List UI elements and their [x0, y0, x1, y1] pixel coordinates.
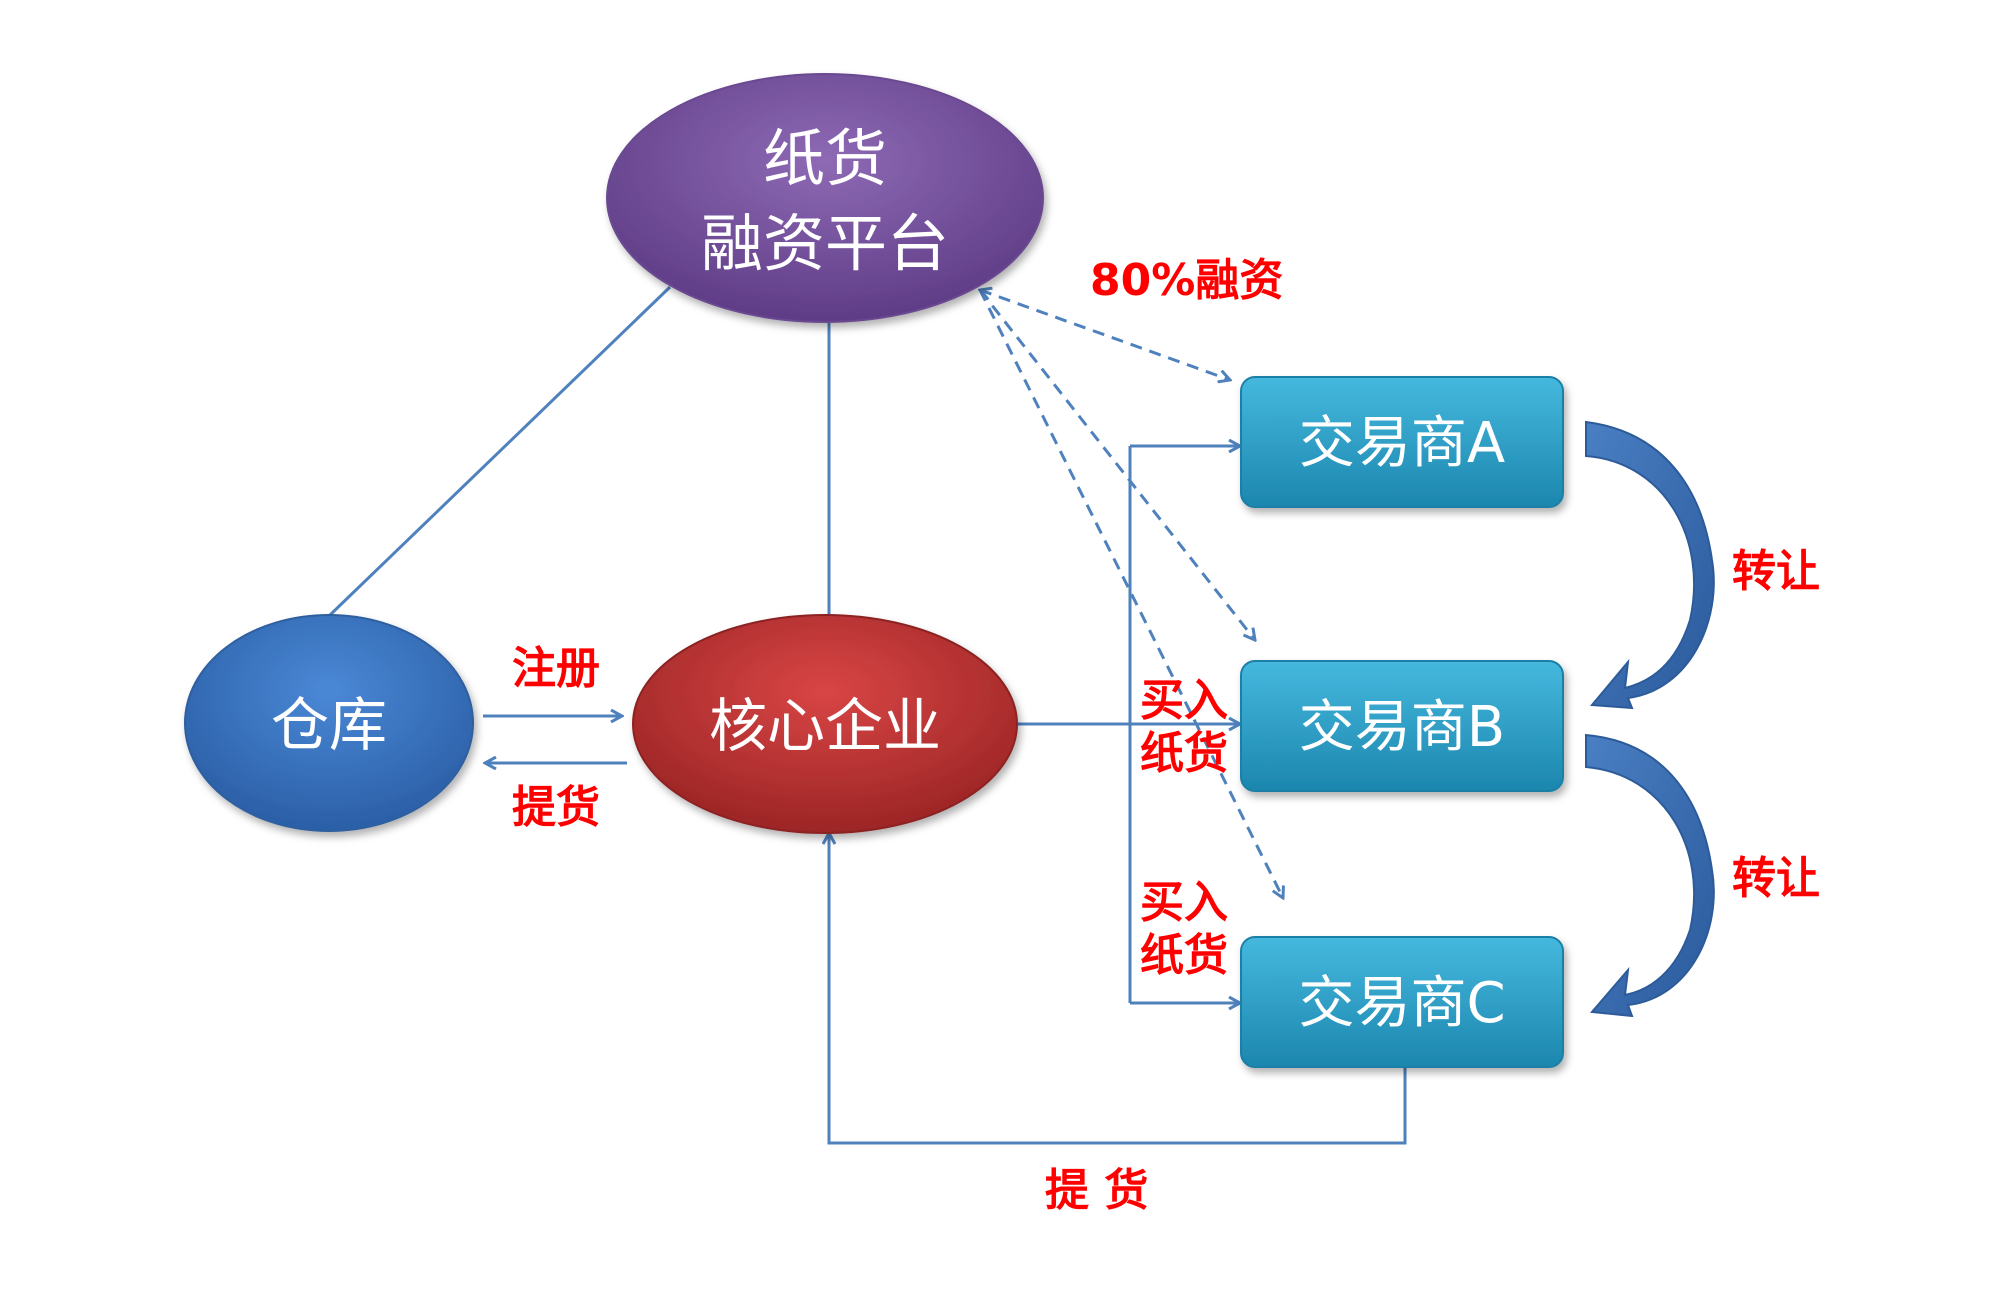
pickup-bottom-label: 提 货 [1045, 1165, 1148, 1216]
platform-node [606, 73, 1044, 323]
buy-b-label-line1: 买入 [1140, 675, 1228, 726]
trader-a-box [1240, 376, 1564, 508]
pickup-left-label: 提货 [512, 782, 600, 833]
transfer-arrow-bc [1585, 733, 1715, 1018]
platform-ellipse [606, 73, 1044, 323]
buy-c-label-line1: 买入 [1140, 877, 1228, 928]
financing-arrow-c [978, 289, 1283, 898]
trader-c-box [1240, 936, 1564, 1068]
trader-c-node [1240, 936, 1564, 1068]
solid-connectors [328, 285, 1407, 1145]
pickup-return-line [829, 833, 1407, 1145]
trader-b-label: 交易商B [1299, 695, 1505, 760]
financing-arrows [980, 290, 1283, 898]
core-label: 核心企业 [709, 692, 941, 760]
trader-b-node [1240, 660, 1564, 792]
core-node [632, 614, 1018, 834]
financing-arrow-a [980, 290, 1230, 380]
platform-label-line2: 融资平台 [701, 207, 949, 280]
buy-c-label-line2: 纸货 [1140, 930, 1228, 981]
platform-warehouse-line [328, 285, 672, 617]
trader-c-label: 交易商C [1298, 971, 1505, 1036]
warehouse-label: 仓库 [271, 691, 387, 759]
transfer-arrows [1585, 420, 1715, 1018]
warehouse-ellipse [184, 614, 474, 832]
financing-arrow-b [978, 289, 1255, 640]
trader-a-node [1240, 376, 1564, 508]
transfer-bc-label: 转让 [1732, 853, 1820, 904]
trader-b-box [1240, 660, 1564, 792]
warehouse-node [184, 614, 474, 832]
transfer-arrow-ab [1585, 420, 1715, 710]
transfer-ab-label: 转让 [1732, 546, 1820, 597]
trader-a-label: 交易商A [1299, 411, 1505, 476]
buy-b-label-line2: 纸货 [1140, 728, 1228, 779]
financing-label: 80%融资 [1090, 255, 1283, 306]
register-label: 注册 [512, 643, 600, 694]
core-ellipse [632, 614, 1018, 834]
platform-label-line1: 纸货 [763, 122, 887, 195]
